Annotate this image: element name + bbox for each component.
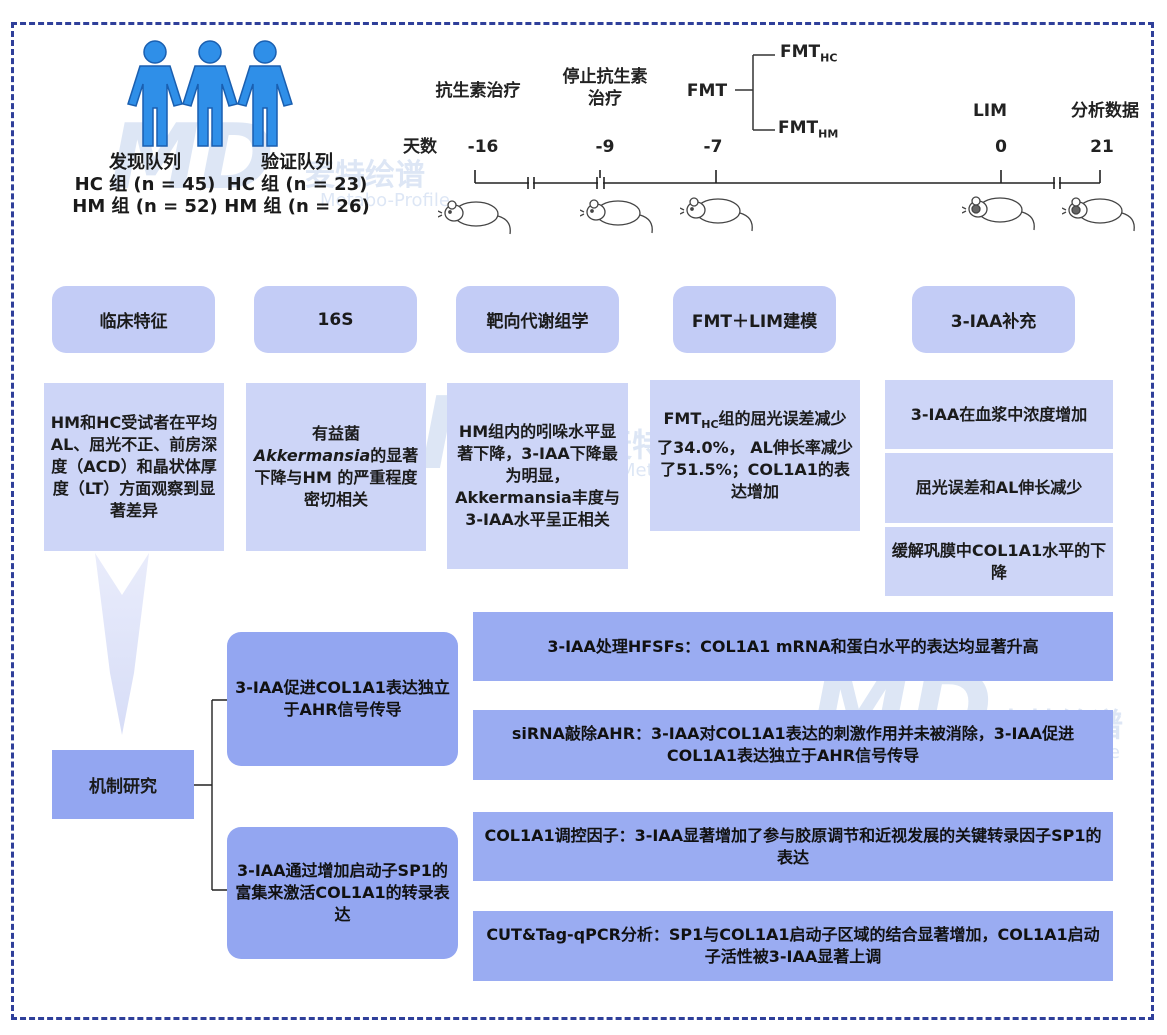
mechanism-branch-ahr: 3-IAA促进COL1A1表达独立于AHR信号传导 <box>227 632 458 766</box>
mouse-icon-analysis <box>1062 197 1135 232</box>
finding-metabolomics: HM组内的吲哚水平显著下降，3-IAA下降最为明显，Akkermansia丰度与… <box>447 383 628 569</box>
discovery-title: 发现队列 <box>109 152 181 173</box>
day-minus7: -7 <box>703 137 723 157</box>
finding-fmt: FMTHC组的屈光误差减少了34.0%， AL伸长率减少了51.5%；COL1A… <box>650 380 860 531</box>
day-minus16: -16 <box>467 137 499 157</box>
mouse-icon-1 <box>438 200 511 235</box>
stage-stop-antibiotic: 停止抗生素治疗 <box>562 67 648 109</box>
stage-fmt: FMT <box>686 81 728 101</box>
down-arrow-icon <box>95 553 149 735</box>
result-sirna: siRNA敲除AHR：3-IAA对COL1A1表达的刺激作用并未被消除，3-IA… <box>473 710 1113 780</box>
result-hfsf: 3-IAA处理HFSFs：COL1A1 mRNA和蛋白水平的表达均显著升高 <box>473 612 1113 681</box>
dashed-frame <box>11 22 1154 1020</box>
category-3iaa: 3-IAA补充 <box>912 286 1075 353</box>
people-icon <box>127 40 293 147</box>
finding-iaa-col1a1: 缓解巩膜中COL1A1水平的下降 <box>885 527 1113 596</box>
validation-cohort: 验证队列 HC 组 (n = 23) HM 组 (n = 26) <box>212 152 382 218</box>
mouse-icon-2 <box>580 199 653 234</box>
mouse-icon-3 <box>680 197 753 232</box>
day-21: 21 <box>1090 137 1114 157</box>
result-col1a1-regulator: COL1A1调控因子：3-IAA显著增加了参与胶原调节和近视发展的关键转录因子S… <box>473 812 1113 881</box>
finding-iaa-plasma: 3-IAA在血浆中浓度增加 <box>885 380 1113 449</box>
category-fmt-lim: FMT＋LIM建模 <box>673 286 836 353</box>
category-16s: 16S <box>254 286 417 353</box>
validation-hc: HC 组 (n = 23) <box>226 174 368 195</box>
discovery-hc: HC 组 (n = 45) <box>74 174 216 195</box>
discovery-hm: HM 组 (n = 52) <box>72 196 218 217</box>
fmt-hc-label: FMTHC <box>780 42 838 65</box>
fmt-hm-label: FMTHM <box>778 118 839 141</box>
day-0: 0 <box>995 137 1007 157</box>
mechanism-root: 机制研究 <box>52 750 194 819</box>
stage-antibiotic: 抗生素治疗 <box>435 81 521 101</box>
stage-analysis: 分析数据 <box>1071 101 1139 121</box>
category-clinical: 临床特征 <box>52 286 215 353</box>
day-minus9: -9 <box>595 137 615 157</box>
day-label: 天数 <box>403 137 437 157</box>
stage-lim: LIM <box>972 101 1008 121</box>
mouse-icon-lim <box>962 196 1035 231</box>
timeline-axis <box>474 170 1101 189</box>
category-metabolomics: 靶向代谢组学 <box>456 286 619 353</box>
fmt-branch-lines <box>735 54 775 131</box>
discovery-cohort: 发现队列 HC 组 (n = 45) HM 组 (n = 52) <box>60 152 230 218</box>
mechanism-branch-sp1: 3-IAA通过增加启动子SP1的富集来激活COL1A1的转录表达 <box>227 827 458 959</box>
mechanism-connector <box>194 699 228 891</box>
finding-clinical: HM和HC受试者在平均AL、屈光不正、前房深度（ACD）和晶状体厚度（LT）方面… <box>44 383 224 551</box>
validation-hm: HM 组 (n = 26) <box>224 196 370 217</box>
finding-iaa-refraction: 屈光误差和AL伸长减少 <box>885 453 1113 523</box>
validation-title: 验证队列 <box>261 152 333 173</box>
result-cut-tag: CUT&Tag-qPCR分析：SP1与COL1A1启动子区域的结合显著增加，CO… <box>473 911 1113 981</box>
